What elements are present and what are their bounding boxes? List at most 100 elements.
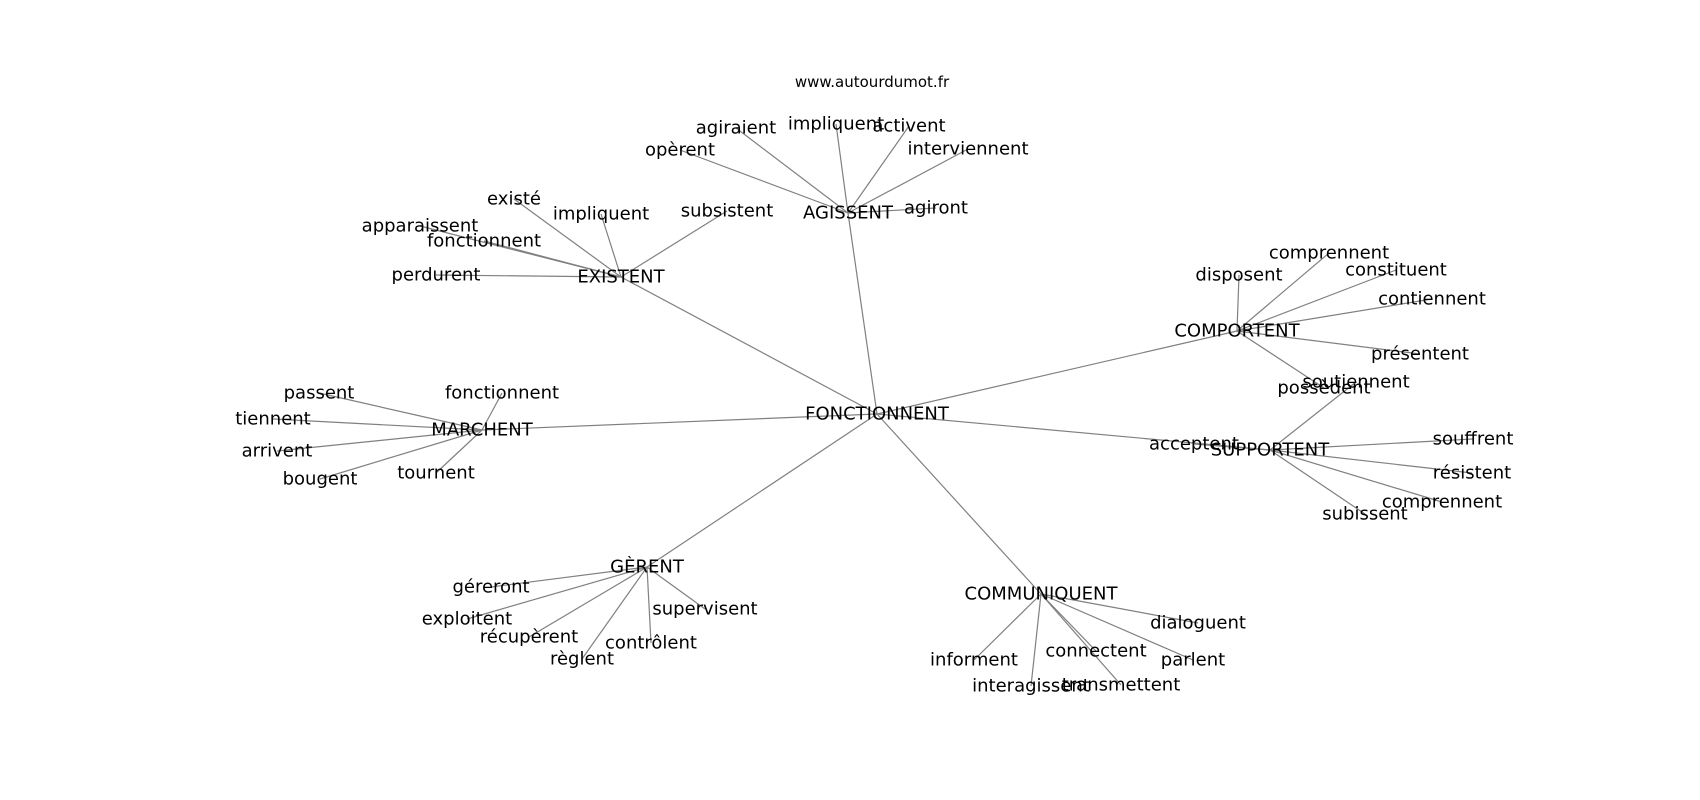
edge-existent-impliquent	[600, 213, 622, 278]
leaf-node-subissent: subissent	[1322, 504, 1408, 525]
leaf-node-operent: opèrent	[645, 140, 715, 161]
edge-gerent-recuperent	[528, 566, 648, 638]
edge-root-marchent	[481, 413, 878, 431]
leaf-node-recuperent: récupèrent	[480, 627, 578, 648]
edge-supportent-comprennent	[1269, 449, 1443, 503]
edge-agissent-activent	[847, 125, 910, 214]
edge-communiquent-transmettent	[1040, 593, 1122, 686]
edge-marchent-bougent	[319, 429, 483, 480]
cluster-node-gerent: GÈRENT	[610, 556, 685, 578]
graph-edges	[272, 123, 1474, 687]
leaf-node-acceptent: acceptent	[1149, 434, 1239, 455]
leaf-node-supervisent: supervisent	[652, 599, 757, 620]
leaf-node-dialoguent: dialoguent	[1150, 613, 1246, 634]
cluster-node-supportent: SUPPORTENT	[1211, 440, 1331, 461]
leaf-node-activent: activent	[872, 116, 945, 137]
edge-comportent-presentent	[1236, 330, 1421, 355]
leaf-node-transmettent: transmettent	[1062, 675, 1181, 696]
edge-gerent-controlent	[646, 566, 652, 644]
edge-supportent-acceptent	[1193, 443, 1271, 451]
leaf-node-subsistent: subsistent	[681, 201, 774, 222]
edge-root-comportent	[876, 330, 1238, 415]
leaf-node-comprennent: comprennent	[1382, 492, 1502, 513]
leaf-node-apparaissent: apparaissent	[362, 216, 479, 237]
edge-comportent-comprennent	[1236, 252, 1330, 332]
edge-comportent-possedent	[1236, 330, 1325, 389]
cluster-node-marchent: MARCHENT	[431, 420, 533, 441]
edge-marchent-fonctionnent	[481, 392, 503, 431]
leaf-node-reglent: règlent	[550, 649, 614, 670]
leaf-node-passent: passent	[284, 383, 355, 404]
edge-marchent-arrivent	[276, 429, 483, 452]
edge-supportent-soutiennent	[1269, 381, 1357, 451]
leaf-node-souffrent: souffrent	[1433, 429, 1514, 450]
leaf-node-interagissent: interagissent	[972, 676, 1090, 697]
edge-comportent-contiennent	[1236, 298, 1433, 332]
leaf-node-exploitent: exploitent	[422, 609, 512, 630]
leaf-node-connectent: connectent	[1045, 641, 1146, 662]
edge-communiquent-informent	[973, 593, 1042, 661]
edge-root-communiquent	[876, 413, 1042, 595]
edge-marchent-tournent	[435, 429, 483, 474]
leaf-node-bougent: bougent	[283, 469, 358, 490]
edge-gerent-exploitent	[466, 566, 648, 620]
leaf-node-possedent: possèdent	[1277, 378, 1370, 399]
edge-existent-perdurent	[435, 274, 622, 278]
leaf-node-informent: informent	[930, 650, 1018, 671]
leaf-node-perdurent: perdurent	[392, 265, 481, 286]
edge-root-supportent	[876, 413, 1271, 451]
edge-marchent-passent	[318, 392, 483, 431]
edge-root-gerent	[646, 413, 878, 568]
leaf-node-comprennent: comprennent	[1269, 243, 1389, 264]
edge-root-existent	[620, 276, 878, 415]
edge-comportent-constituent	[1236, 269, 1397, 332]
leaf-node-soutiennent: soutiennent	[1302, 372, 1409, 393]
root-node-label: FONCTIONNENT	[805, 404, 950, 425]
leaf-node-parlent: parlent	[1161, 650, 1225, 671]
edge-communiquent-connectent	[1040, 593, 1097, 652]
leaf-node-resistent: résistent	[1433, 463, 1511, 484]
leaf-node-tournent: tournent	[397, 463, 475, 484]
edge-supportent-resistent	[1269, 449, 1473, 474]
cluster-node-existent: EXISTENT	[577, 267, 665, 288]
cluster-node-agissent: AGISSENT	[803, 203, 894, 224]
edge-comportent-disposent	[1236, 274, 1240, 332]
edge-agissent-agiront	[847, 207, 937, 214]
leaf-node-agiraient: agiraient	[696, 118, 776, 139]
edge-supportent-souffrent	[1269, 438, 1474, 451]
edge-existent-fonctionnent	[483, 240, 622, 278]
edge-supportent-subissent	[1269, 449, 1366, 515]
site-url-label: www.autourdumot.fr	[795, 73, 950, 91]
leaf-node-constituent: constituent	[1345, 260, 1447, 281]
leaf-node-tiennent: tiennent	[235, 409, 311, 430]
graph-labels: www.autourdumot.fr FONCTIONNENT AGISSENT a…	[235, 73, 1513, 697]
cluster-node-communiquent: COMMUNIQUENT	[965, 584, 1119, 605]
edge-agissent-interviennent	[847, 148, 969, 214]
edge-gerent-supervisent	[646, 566, 706, 610]
leaf-node-interviennent: interviennent	[907, 139, 1028, 160]
edge-communiquent-interagissent	[1030, 593, 1042, 687]
edge-agissent-agiraient	[735, 127, 849, 214]
edge-marchent-tiennent	[272, 418, 483, 431]
leaf-node-gereront: géreront	[452, 577, 529, 598]
edge-agissent-impliquent	[835, 123, 849, 214]
leaf-node-agiront: agiront	[904, 198, 968, 219]
edge-root-agissent	[847, 212, 878, 415]
edge-gerent-reglent	[581, 566, 648, 660]
edge-existent-subsistent	[620, 210, 728, 278]
leaf-node-contiennent: contiennent	[1378, 289, 1486, 310]
leaf-node-fonctionnent: fonctionnent	[445, 383, 559, 404]
leaf-node-controlent: contrôlent	[605, 633, 697, 654]
edge-communiquent-dialoguent	[1040, 593, 1199, 624]
leaf-node-impliquent: impliquent	[788, 114, 884, 135]
leaf-node-disposent: disposent	[1195, 265, 1282, 286]
leaf-node-presentent: présentent	[1371, 344, 1469, 365]
leaf-node-fonctionnent: fonctionnent	[427, 231, 541, 252]
leaf-node-arrivent: arrivent	[242, 441, 313, 462]
leaf-node-existe: existé	[487, 189, 541, 210]
edge-gerent-gereront	[490, 566, 648, 588]
edge-communiquent-parlent	[1040, 593, 1194, 661]
leaf-node-impliquent: impliquent	[553, 204, 649, 225]
edge-existent-existe	[513, 198, 622, 278]
